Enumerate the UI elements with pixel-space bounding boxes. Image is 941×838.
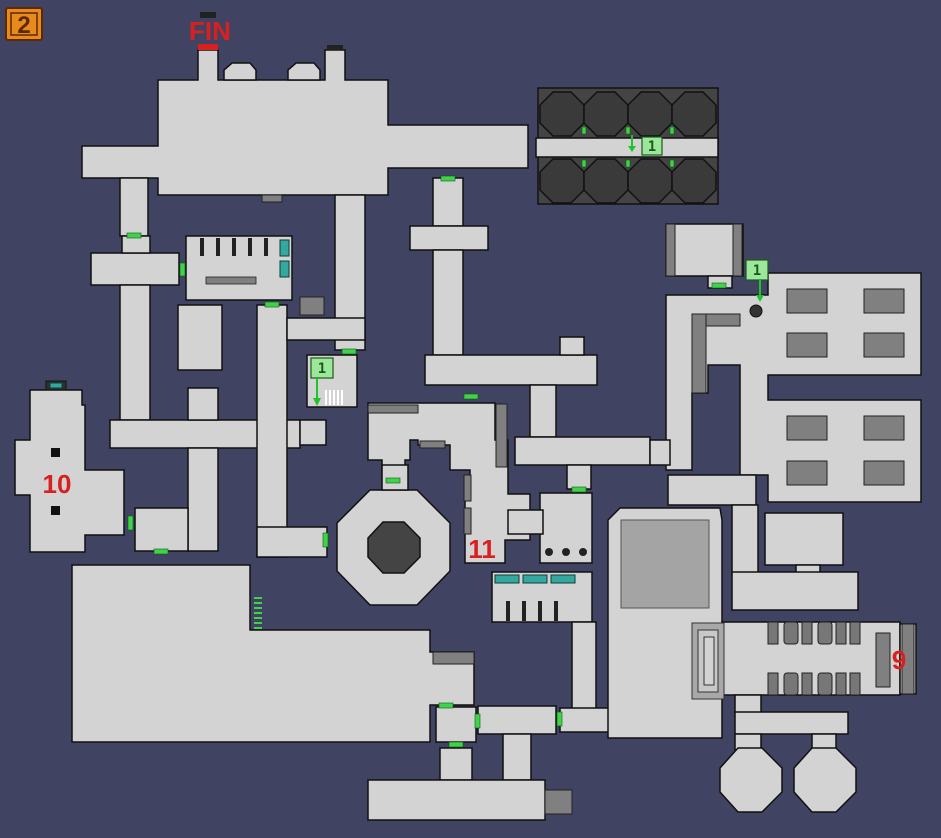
key-number: 1 bbox=[753, 263, 761, 279]
room-9-complex bbox=[667, 474, 917, 813]
center-hall bbox=[367, 402, 593, 564]
key-marker-center: 1 bbox=[310, 357, 334, 406]
top-complex bbox=[81, 12, 529, 203]
doors bbox=[126, 175, 727, 748]
south-west-hall bbox=[71, 564, 475, 743]
key-marker-north: 1 bbox=[628, 135, 663, 156]
room-10-label: 10 bbox=[43, 469, 72, 499]
left-wing bbox=[90, 177, 328, 558]
cell-block-room bbox=[185, 235, 325, 316]
level-number: 2 bbox=[17, 12, 30, 39]
octagon-room bbox=[336, 464, 451, 606]
room-top-hall bbox=[81, 49, 529, 196]
teleporter-grid bbox=[535, 87, 719, 205]
key-marker-east: 1 bbox=[745, 259, 769, 302]
east-pillar-hall bbox=[649, 223, 922, 503]
finish-label: FIN bbox=[189, 16, 231, 46]
room-9-label: 9 bbox=[892, 645, 906, 675]
level-badge: 2 bbox=[5, 7, 43, 41]
key-number: 1 bbox=[318, 361, 326, 377]
room-10 bbox=[14, 380, 125, 553]
bench-room bbox=[491, 571, 631, 733]
key-number: 1 bbox=[648, 139, 656, 155]
south-corridors bbox=[367, 705, 573, 821]
room-11-label: 11 bbox=[468, 534, 496, 564]
center-corridors bbox=[286, 177, 651, 490]
